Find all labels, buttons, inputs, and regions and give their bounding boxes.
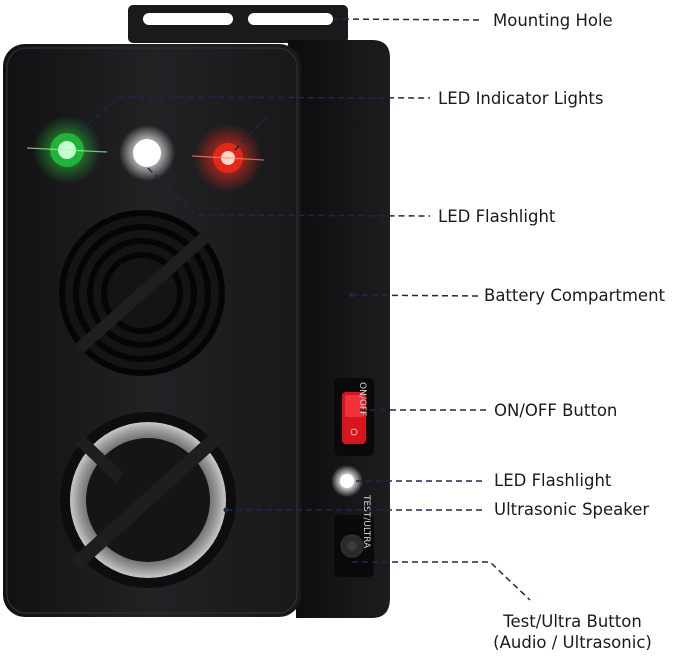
on-off-switch <box>334 378 374 456</box>
leader-led-flashlight-top <box>147 167 431 217</box>
leader-led-indicator <box>79 96 431 131</box>
leader-led-indicator-red <box>234 115 269 151</box>
callout-led-indicator-lights: LED Indicator Lights <box>438 89 604 108</box>
callout-on-off-button: ON/OFF Button <box>494 401 618 420</box>
callout-led-flashlight-side: LED Flashlight <box>494 471 612 490</box>
upper-speaker-grille <box>59 210 225 376</box>
device-side-panel <box>288 40 390 618</box>
mounting-bracket <box>128 5 348 43</box>
switch-marking: ON/OFF <box>357 382 367 416</box>
leader-mounting-hole <box>332 18 484 21</box>
callout-test-ultra-button: Test/Ultra Button (Audio / Ultrasonic) <box>480 611 665 653</box>
button-marking: TEST/ULTRA <box>361 494 371 549</box>
callout-battery-compartment: Battery Compartment <box>484 286 665 305</box>
callout-led-flashlight-top: LED Flashlight <box>438 207 556 226</box>
leader-lines <box>79 18 531 601</box>
leader-battery <box>351 294 479 297</box>
ultrasonic-speaker <box>60 412 236 588</box>
side-led-flashlight <box>331 465 363 497</box>
callout-mounting-hole: Mounting Hole <box>493 11 613 30</box>
led-indicator-lights <box>26 116 265 192</box>
callout-test-ultra-line1: Test/Ultra Button <box>503 612 642 631</box>
leader-test-ultra <box>352 561 531 601</box>
leader-dots <box>223 292 355 513</box>
callout-ultrasonic-speaker: Ultrasonic Speaker <box>494 500 650 519</box>
callout-test-ultra-line2: (Audio / Ultrasonic) <box>493 633 652 652</box>
